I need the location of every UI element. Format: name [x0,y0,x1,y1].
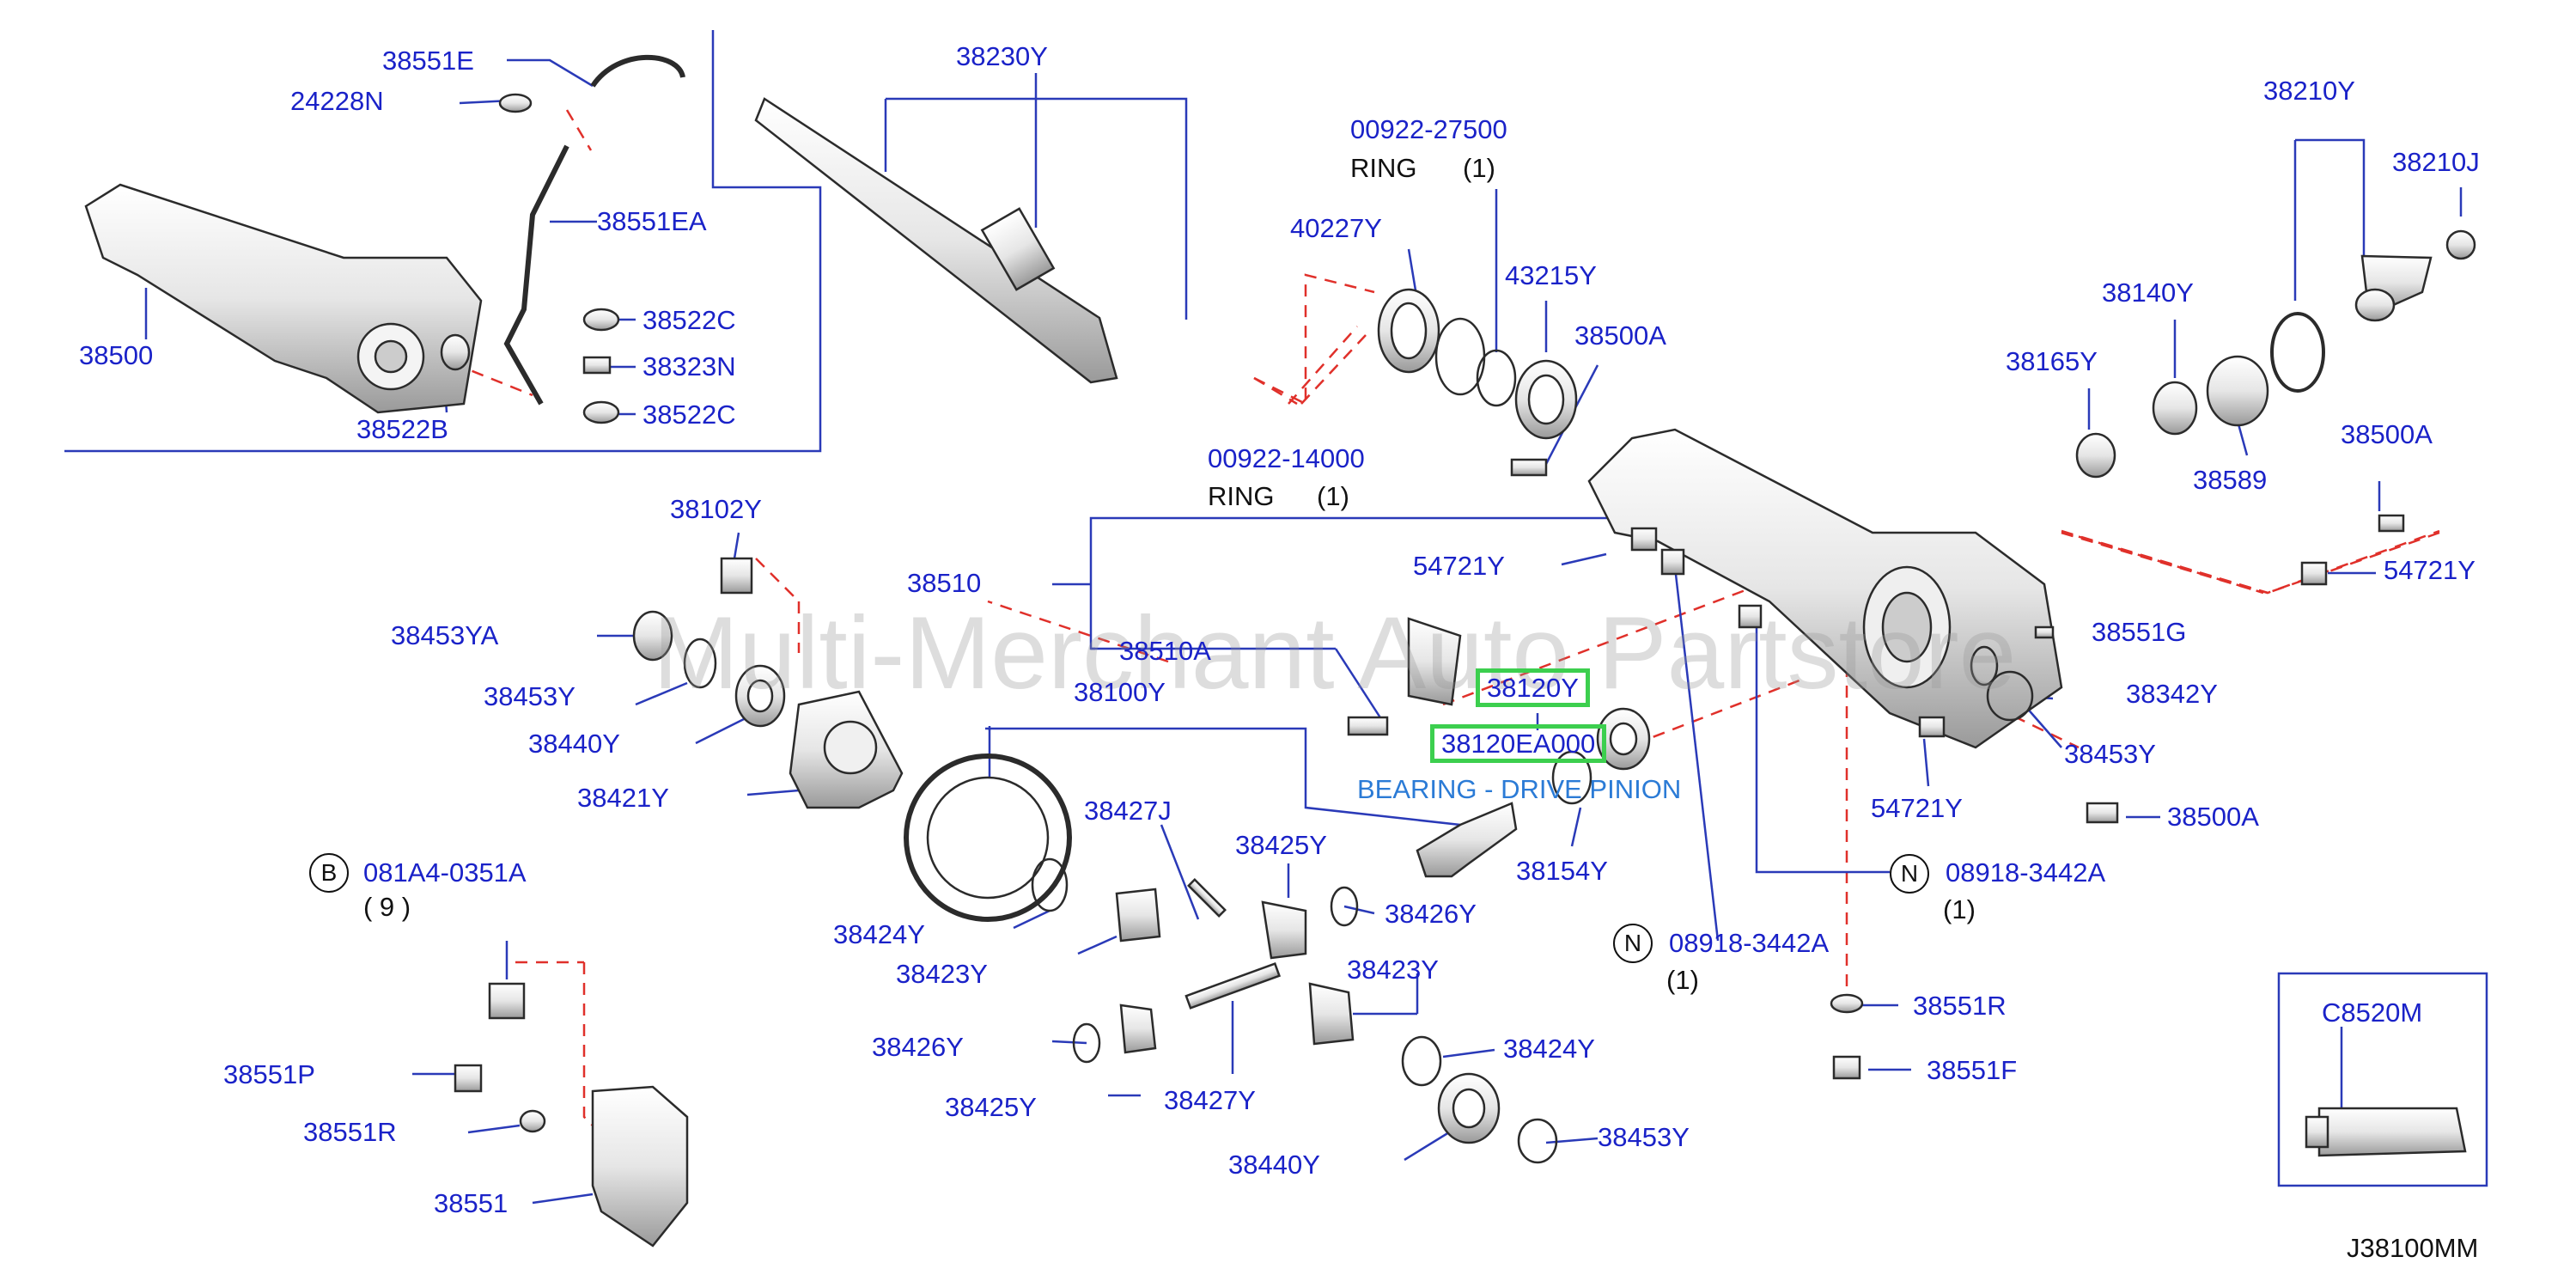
callout-38427Y[interactable]: 38427Y [1164,1085,1256,1115]
callout-38453Y-c[interactable]: 38453Y [1598,1122,1690,1152]
callout-38551G[interactable]: 38551G [2092,617,2187,647]
alignment-lines [351,109,2440,1126]
callout-38510A[interactable]: 38510A [1119,636,1211,666]
callout-00922-27500[interactable]: 00922-27500 [1350,114,1507,144]
part-description: BEARING - DRIVE PINION [1357,774,1682,804]
callout-38426Y-b[interactable]: 38426Y [872,1032,964,1062]
callout-38500A-b[interactable]: 38500A [2341,419,2433,449]
callout-38210Y[interactable]: 38210Y [2263,76,2355,106]
callout-00922-14000[interactable]: 00922-14000 [1208,443,1365,473]
callout-38500[interactable]: 38500 [79,340,154,370]
callout-38522C-a[interactable]: 38522C [642,305,736,335]
qty-b: ( 9 ) [363,892,411,922]
callout-38140Y[interactable]: 38140Y [2102,278,2194,308]
callout-38210J[interactable]: 38210J [2392,147,2480,177]
callout-38154Y[interactable]: 38154Y [1516,856,1608,886]
part-drawings [84,54,2476,1248]
callout-38421Y[interactable]: 38421Y [577,783,669,813]
ring-qty-2: (1) [1317,481,1349,511]
callout-38500A-a[interactable]: 38500A [1574,320,1666,351]
callout-38423Y-a[interactable]: 38423Y [896,959,988,989]
callout-54721Y-a[interactable]: 54721Y [2384,555,2476,585]
callout-38427J[interactable]: 38427J [1084,796,1172,826]
callout-38522C-b[interactable]: 38522C [642,400,736,430]
callout-38510[interactable]: 38510 [907,568,982,598]
n-mark-a: N [1890,854,1929,894]
inset-frame [64,30,2488,1187]
callout-38551F[interactable]: 38551F [1927,1055,2018,1085]
callout-38551R-b[interactable]: 38551R [303,1117,397,1147]
callout-C8520M[interactable]: C8520M [2322,997,2423,1028]
callout-38551P[interactable]: 38551P [223,1059,315,1089]
callout-38102Y[interactable]: 38102Y [670,494,762,524]
callout-38453Y-a[interactable]: 38453Y [484,681,575,711]
callout-38453YA[interactable]: 38453YA [391,620,499,650]
callout-38425Y-a[interactable]: 38425Y [1235,830,1327,860]
qty-n-a: (1) [1943,894,1976,924]
ring-qty-1: (1) [1463,153,1495,183]
watermark-text: Multi-Merchant Auto Partstore [653,595,2017,711]
callout-08918-3442A-a[interactable]: 08918-3442A [1946,857,2106,888]
callout-38120EA000[interactable]: 38120EA000 [1430,724,1607,763]
callout-43215Y[interactable]: 43215Y [1505,260,1597,290]
callout-38500A-c[interactable]: 38500A [2167,802,2259,832]
callout-38323N[interactable]: 38323N [642,351,736,381]
callout-24228N[interactable]: 24228N [290,86,384,116]
b-mark: B [309,853,349,893]
callout-38522B[interactable]: 38522B [356,414,448,444]
callout-38551EA[interactable]: 38551EA [597,206,707,236]
callout-38100Y[interactable]: 38100Y [1074,677,1166,707]
callout-081A4-0351A[interactable]: 081A4-0351A [363,857,527,888]
callout-38165Y[interactable]: 38165Y [2006,346,2098,376]
callout-38551[interactable]: 38551 [434,1188,509,1218]
callout-38425Y-b[interactable]: 38425Y [945,1092,1037,1122]
callout-38424Y-b[interactable]: 38424Y [1503,1034,1595,1064]
callout-38589[interactable]: 38589 [2193,465,2268,495]
n-mark-b: N [1613,924,1653,963]
ring-label-1: RING [1350,153,1417,183]
qty-n-b: (1) [1666,965,1699,995]
callout-38426Y-a[interactable]: 38426Y [1385,899,1477,929]
callout-54721Y-b[interactable]: 54721Y [1413,551,1505,581]
callout-54721Y-c[interactable]: 54721Y [1871,793,1963,823]
callout-38551R-a[interactable]: 38551R [1913,991,2007,1021]
callout-38551E[interactable]: 38551E [382,46,474,76]
ring-label-2: RING [1208,481,1275,511]
callout-38120Y[interactable]: 38120Y [1476,668,1590,707]
callout-38342Y[interactable]: 38342Y [2126,679,2218,709]
callout-38230Y[interactable]: 38230Y [956,41,1048,71]
callout-38440Y-a[interactable]: 38440Y [528,729,620,759]
callout-38424Y-a[interactable]: 38424Y [833,919,925,949]
diagram-code: J38100MM [2347,1233,2479,1263]
callout-08918-3442A-b[interactable]: 08918-3442A [1669,928,1830,958]
callout-38440Y-b[interactable]: 38440Y [1228,1150,1320,1180]
callout-38453Y-b[interactable]: 38453Y [2064,739,2156,769]
callout-38423Y-b[interactable]: 38423Y [1347,955,1439,985]
callout-40227Y[interactable]: 40227Y [1290,213,1382,243]
